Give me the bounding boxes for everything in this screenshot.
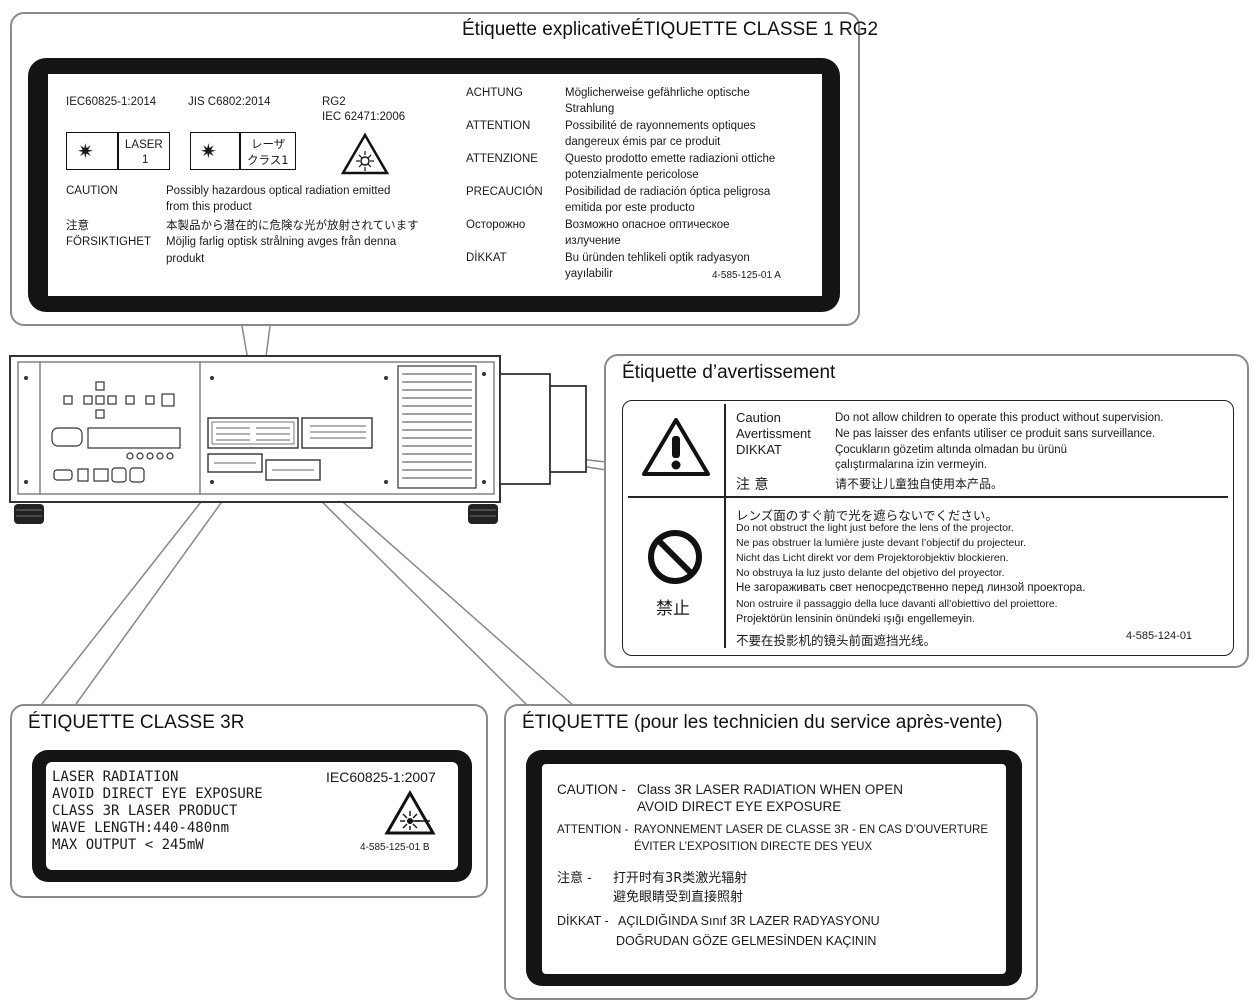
caution-triangle-icon bbox=[642, 418, 710, 476]
row-value2: ÉVITER L’EXPOSITION DIRECTE DES YEUX bbox=[634, 841, 873, 853]
row-key: FÖRSIKTIGHET bbox=[66, 236, 151, 248]
row-key: Осторожно bbox=[466, 219, 526, 231]
row-value: 请不要让儿童独自使用本产品。 bbox=[835, 477, 1004, 491]
row-value2: from this product bbox=[166, 201, 252, 213]
class3r-label-face bbox=[46, 762, 458, 870]
warning-label-title: Étiquette d’avertissement bbox=[622, 362, 836, 383]
row-key: Caution bbox=[736, 410, 781, 425]
row-value: Bu üründen tehlikeli optik radyasyon bbox=[565, 252, 750, 264]
row-value2: DOĞRUDAN GÖZE GELMESİNDEN KAÇININ bbox=[616, 934, 877, 948]
service-label-title: ÉTIQUETTE (pour les technicien du servic… bbox=[522, 712, 1003, 733]
lens-line: No obstruya la luz justo delante del obj… bbox=[736, 567, 1005, 579]
row-key: ATTENTION - bbox=[557, 824, 629, 836]
lens-line: Do not obstruct the light just before th… bbox=[736, 522, 1014, 534]
row-key: 注意 - bbox=[557, 871, 592, 886]
class3r-label-title: ÉTIQUETTE CLASSE 3R bbox=[28, 712, 245, 733]
row-value2: produkt bbox=[166, 253, 205, 265]
row-value2: emitida por este producto bbox=[565, 202, 695, 214]
lens-line: Ne pas obstruer la lumière juste devant … bbox=[736, 537, 1027, 549]
std-rg2: RG2 bbox=[322, 96, 346, 108]
row-key: Avertissment bbox=[736, 426, 811, 441]
lens-line: Projektörün lensinin önündeki ışığı enge… bbox=[736, 613, 976, 625]
explanatory-label-title: Étiquette explicativeÉTIQUETTE CLASSE 1 … bbox=[462, 19, 879, 40]
lens-line: Не загораживать свет непосредственно пер… bbox=[736, 582, 1086, 594]
jp-box-line1: レーザ bbox=[251, 137, 286, 151]
laser-class1-jp-box: ✷ レーザ クラス1 bbox=[190, 132, 296, 170]
row-value2: dangereux émis par ce produit bbox=[565, 136, 721, 148]
row-key: PRECAUCIÓN bbox=[466, 186, 543, 198]
row-value2: potenzialmente pericolose bbox=[565, 169, 699, 181]
row-key: CAUTION bbox=[66, 185, 118, 197]
row-value: Posibilidad de radiación óptica peligros… bbox=[565, 186, 771, 198]
hazard-triangle-icon bbox=[340, 132, 390, 175]
std-iec60825: IEC60825-1:2014 bbox=[66, 96, 157, 108]
row-key: ATTENZIONE bbox=[466, 153, 538, 165]
laser-box-number: 1 bbox=[142, 154, 149, 166]
row-value2: 避免眼睛受到直接照射 bbox=[613, 890, 744, 905]
row-value: Possibilité de rayonnements optiques bbox=[565, 120, 756, 132]
laser-starburst-icon: ✷ bbox=[77, 141, 94, 163]
class3r-standard: IEC60825-1:2007 bbox=[326, 769, 436, 785]
laser-box-label: LASER bbox=[125, 139, 163, 151]
row-value2: AVOID DIRECT EYE EXPOSURE bbox=[637, 799, 842, 814]
service-label-face bbox=[542, 764, 1006, 974]
prohibit-label: 禁止 bbox=[656, 599, 690, 619]
lens-line: Nicht das Licht direkt vor dem Projektor… bbox=[736, 552, 1009, 564]
explanatory-label-face bbox=[48, 74, 822, 296]
laser-starburst-icon: ✷ bbox=[200, 141, 217, 163]
row-value: Do not allow children to operate this pr… bbox=[835, 412, 1164, 424]
row-value: Çocukların gözetim altında olmadan bu ür… bbox=[835, 444, 1068, 456]
std-jis: JIS C6802:2014 bbox=[188, 96, 271, 108]
row-key: ACHTUNG bbox=[466, 87, 523, 99]
row-value: Möjlig farlig optisk strålning avges frå… bbox=[166, 236, 397, 248]
row-value: Möglicherweise gefährliche optische bbox=[565, 87, 750, 99]
std-iec62471: IEC 62471:2006 bbox=[322, 111, 406, 123]
row-value2: Strahlung bbox=[565, 103, 615, 115]
jp-box-line2: クラス1 bbox=[247, 153, 289, 167]
row-value: Class 3R LASER RADIATION WHEN OPEN bbox=[637, 782, 904, 797]
class3r-line: AVOID DIRECT EYE EXPOSURE bbox=[52, 786, 263, 802]
row-value: Questo prodotto emette radiazioni ottich… bbox=[565, 153, 776, 165]
row-key: DIKKAT bbox=[736, 442, 782, 457]
label-code: 4-585-124-01 bbox=[1126, 630, 1193, 642]
row-value: Possibly hazardous optical radiation emi… bbox=[166, 185, 391, 197]
lens-line: Non ostruire il passaggio della luce dav… bbox=[736, 598, 1058, 610]
service-label-panel: ÉTIQUETTE (pour les technicien du servic… bbox=[504, 704, 1038, 1000]
row-key: CAUTION - bbox=[557, 782, 626, 797]
row-key: 注 意 bbox=[736, 477, 769, 493]
lens-line: 不要在投影机的镜头前面遮挡光线。 bbox=[736, 633, 937, 648]
class3r-line: LASER RADIATION bbox=[52, 769, 179, 785]
row-value: Возможно опасное оптическое bbox=[565, 219, 730, 231]
row-value: 本製品から潜在的に危険な光が放射されています bbox=[166, 218, 419, 232]
row-value2: излучение bbox=[565, 235, 621, 247]
warning-label-face bbox=[622, 400, 1234, 656]
row-value: 打开时有3R类激光辐射 bbox=[613, 871, 748, 886]
row-value: RAYONNEMENT LASER DE CLASSE 3R - EN CAS … bbox=[634, 824, 989, 836]
class3r-label-panel: ÉTIQUETTE CLASSE 3R bbox=[10, 704, 488, 898]
row-value2: yayılabilir bbox=[565, 268, 613, 280]
row-key: DİKKAT - bbox=[557, 914, 609, 928]
laser-warning-triangle-icon bbox=[384, 790, 436, 835]
row-value: Ne pas laisser des enfants utiliser ce p… bbox=[835, 428, 1156, 440]
laser-class1-box: ✷ LASER 1 bbox=[66, 132, 170, 170]
lens-line: レンズ面のすぐ前で光を遮らないでください。 bbox=[736, 508, 998, 523]
label-code: 4-585-125-01 A bbox=[712, 270, 781, 281]
row-value: AÇILDIĞINDA Sınıf 3R LAZER RADYASYONU bbox=[618, 914, 880, 928]
row-key: ATTENTION bbox=[466, 120, 531, 132]
class3r-line: CLASS 3R LASER PRODUCT bbox=[52, 803, 238, 819]
class3r-line: WAVE LENGTH:440-480nm bbox=[52, 820, 230, 836]
class3r-line: MAX OUTPUT < 245mW bbox=[52, 837, 204, 853]
row-key: 注意 bbox=[66, 218, 89, 232]
row-value: çalıştırmalarına izin vermeyin. bbox=[835, 459, 988, 471]
prohibition-icon bbox=[648, 530, 702, 584]
row-key: DİKKAT bbox=[466, 252, 507, 264]
warning-label-panel: Étiquette d’avertissement bbox=[604, 354, 1249, 668]
explanatory-label-panel: Étiquette explicativeÉTIQUETTE CLASSE 1 … bbox=[10, 12, 878, 326]
label-code: 4-585-125-01 B bbox=[360, 842, 430, 853]
